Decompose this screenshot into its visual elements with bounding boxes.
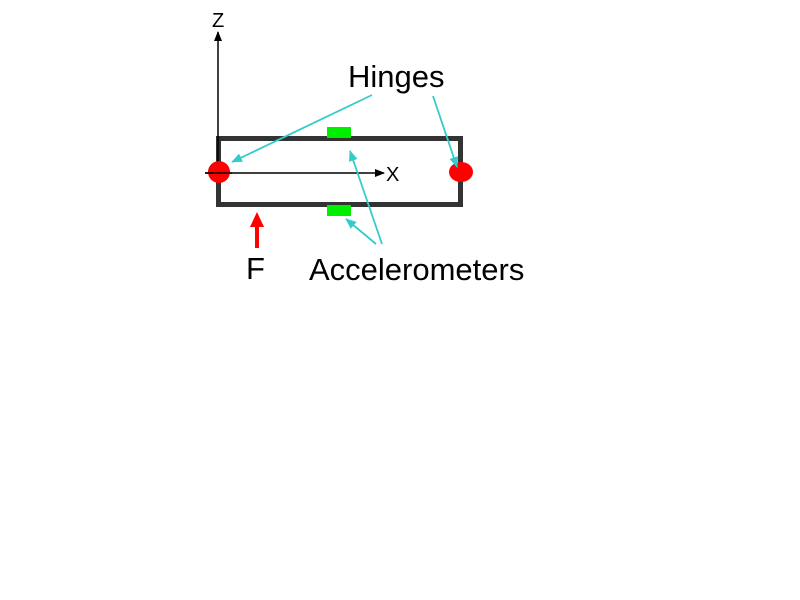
beam-frame [216,136,463,207]
hinges-pointer-right [432,95,459,168]
accelerometer-top [327,127,351,138]
hinge-left [208,161,230,183]
accelerometer-bottom [327,205,351,216]
x-axis-label: X [386,164,399,186]
accelerometers-label: Accelerometers [309,252,524,287]
z-axis-label: Z [212,10,224,32]
force-label: F [246,251,265,286]
accelerometers-pointer-bottom [345,218,377,245]
hinges-label: Hinges [348,59,445,94]
hinges-pointer-left [231,94,373,163]
force-arrow-head [250,212,264,227]
accelerometers-pointer-top [348,150,383,245]
hinge-right [449,162,473,182]
